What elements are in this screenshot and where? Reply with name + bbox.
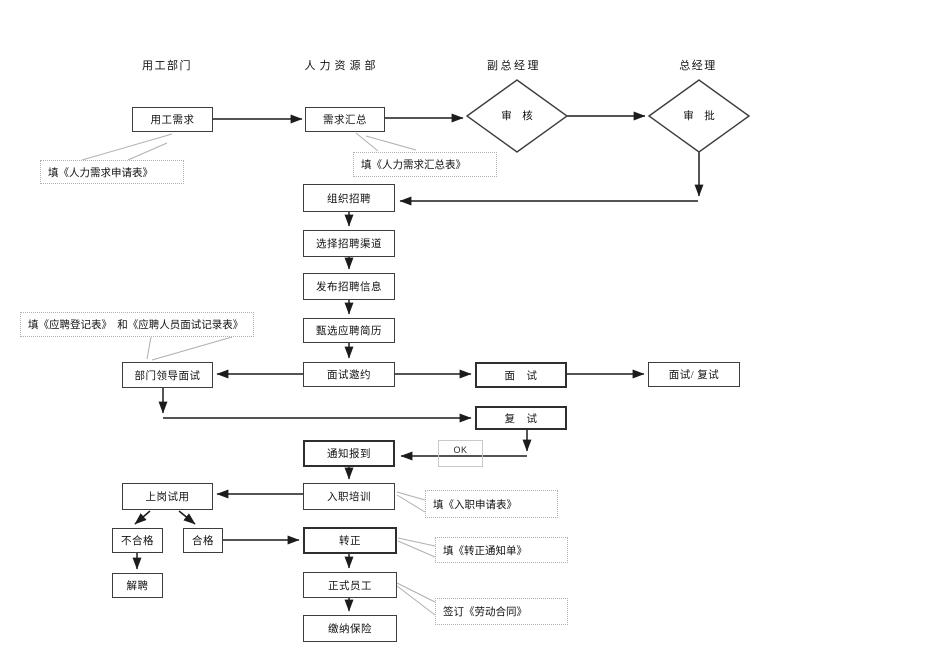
callout-regularization-notice: 填《转正通知单》 xyxy=(435,537,568,563)
flow-node-demand-summary: 需求汇总 xyxy=(305,107,385,132)
flow-node-probation: 上岗试用 xyxy=(122,483,213,510)
flow-node-pay-insurance: 缴纳保险 xyxy=(303,615,397,642)
callout-pointer-onboarding-form xyxy=(396,491,426,513)
callout-demand-application-form: 填《人力需求申请表》 xyxy=(40,160,184,184)
callout-pointer-regularization-notice xyxy=(397,537,436,558)
flow-node-formal-employee: 正式员工 xyxy=(303,572,397,598)
edge-label-ok: OK xyxy=(438,440,483,467)
lane-header-labor-department: 用工部门 xyxy=(142,60,192,72)
decision-approval-shape xyxy=(647,79,751,153)
flow-node-organize-recruitment: 组织招聘 xyxy=(303,184,395,212)
decision-approval-label: 审 批 xyxy=(683,111,715,122)
edge-probation-to-qualified xyxy=(178,510,196,525)
callout-onboarding-form: 填《入职申请表》 xyxy=(425,490,558,518)
lane-header-deputy-gm: 副总经理 xyxy=(487,60,541,72)
flow-node-labor-demand: 用工需求 xyxy=(132,107,213,132)
callout-registration-form: 填《应聘登记表》 和《应聘人员面试记录表》 xyxy=(20,312,254,337)
flow-node-interview-reinterview: 面试/ 复试 xyxy=(648,362,740,387)
flow-node-notify-report: 通知报到 xyxy=(303,440,395,467)
decision-review-label: 审 核 xyxy=(501,111,533,122)
flow-node-reinterview: 复 试 xyxy=(475,406,567,430)
flow-node-publish-info: 发布招聘信息 xyxy=(303,273,395,300)
flow-node-interview-invite: 面试邀约 xyxy=(303,362,395,387)
flow-node-screen-resumes: 甄选应聘简历 xyxy=(303,318,395,343)
callout-pointer-demand-application xyxy=(81,133,173,161)
callout-pointer-demand-summary xyxy=(355,132,417,152)
flow-node-dept-leader-interview: 部门领导面试 xyxy=(122,362,213,388)
callout-pointer-labor-contract xyxy=(396,582,436,616)
flow-node-unqualified: 不合格 xyxy=(112,528,163,553)
callout-demand-summary-form: 填《人力需求汇总表》 xyxy=(353,152,497,177)
flow-node-onboarding-training: 入职培训 xyxy=(303,483,395,510)
callout-labor-contract: 签订《劳动合同》 xyxy=(435,598,568,625)
callout-pointer-registration xyxy=(146,336,233,361)
flow-node-regularization: 转正 xyxy=(303,527,397,554)
flow-node-select-channel: 选择招聘渠道 xyxy=(303,230,395,257)
flow-node-interview: 面 试 xyxy=(475,362,567,388)
decision-review-shape xyxy=(465,79,569,153)
flow-node-qualified: 合格 xyxy=(183,528,223,553)
flow-node-dismissal: 解聘 xyxy=(112,573,163,598)
edge-probation-to-unqualified xyxy=(134,510,151,525)
lane-header-hr-department: 人力资源部 xyxy=(304,60,380,72)
lane-header-gm: 总经理 xyxy=(679,60,717,72)
